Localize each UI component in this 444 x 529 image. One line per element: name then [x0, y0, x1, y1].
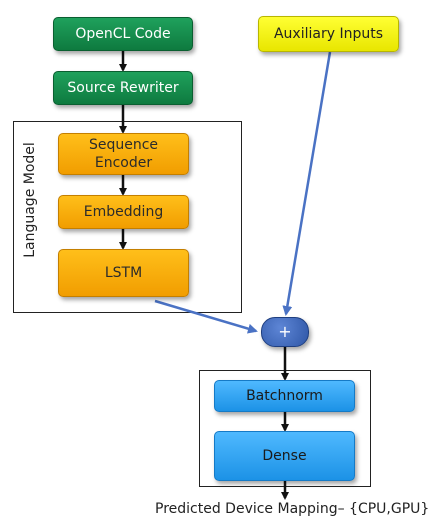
- dense-node: Dense: [214, 431, 355, 481]
- batchnorm-node: Batchnorm: [214, 380, 355, 412]
- sequence-encoder-node: Sequence Encoder: [58, 133, 189, 175]
- arrow-lstm-to-concat: [154, 299, 258, 334]
- arrow-aux-to-concat: [282, 51, 332, 316]
- lstm-node: LSTM: [58, 249, 189, 297]
- embedding-node: Embedding: [58, 195, 189, 229]
- opencl-code-node: OpenCL Code: [53, 17, 193, 51]
- language-model-group: [13, 121, 242, 313]
- source-rewriter-node: Source Rewriter: [53, 71, 193, 105]
- output-label: Predicted Device Mapping– {CPU,GPU}: [155, 501, 430, 517]
- auxiliary-inputs-node: Auxiliary Inputs: [258, 16, 399, 52]
- concat-plus-node: +: [261, 317, 309, 347]
